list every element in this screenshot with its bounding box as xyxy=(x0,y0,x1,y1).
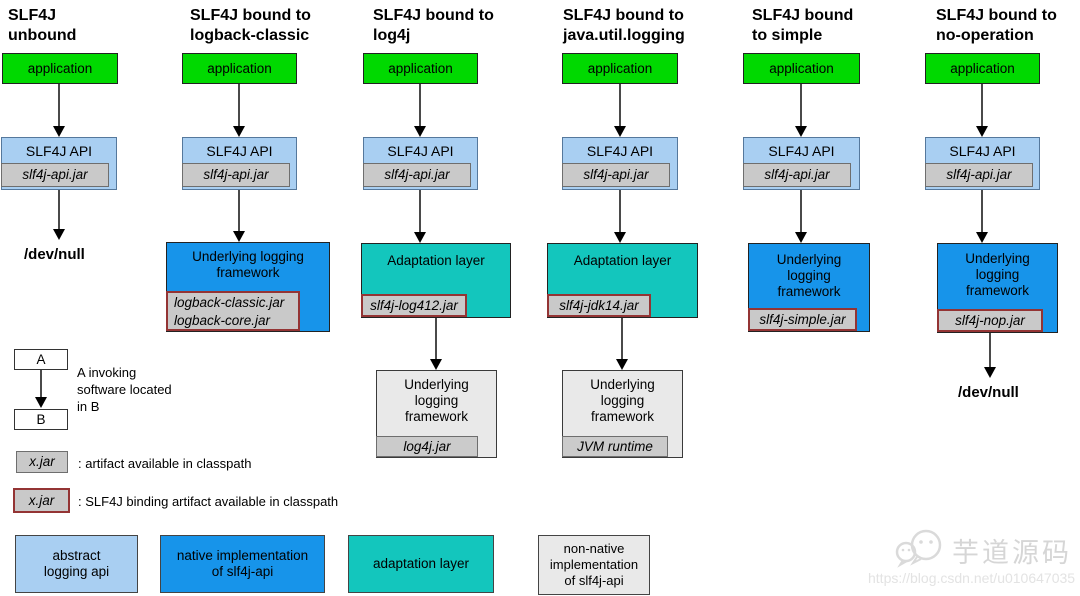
col3-slf4j-api-jar: slf4j-api.jar xyxy=(363,163,471,187)
legend-artifact-text: : artifact available in classpath xyxy=(78,456,252,471)
col5-arrow-app-to-api xyxy=(795,84,807,137)
col4-arrow-app-to-api xyxy=(614,84,626,137)
col5-application-box: application xyxy=(743,53,860,84)
col6-arrow-api-to-framework xyxy=(976,190,988,243)
col1-arrow-app-to-api xyxy=(53,84,65,137)
col4-arrow-adaptation-to-framework xyxy=(616,318,628,370)
col2-arrow-api-to-framework xyxy=(233,190,245,242)
col6-devnull-label: /dev/null xyxy=(958,384,1019,401)
col5-slf4j-api-jar: slf4j-api.jar xyxy=(743,163,851,187)
col3-framework-label: Underlying logging framework xyxy=(404,377,469,424)
col6-slf4j-api-jar: slf4j-api.jar xyxy=(925,163,1033,187)
watermark-url: https://blog.csdn.net/u010647035 xyxy=(868,570,1076,586)
col4-application-box: application xyxy=(562,53,678,84)
col2-arrow-app-to-api xyxy=(233,84,245,137)
col1-slf4j-api-jar: slf4j-api.jar xyxy=(1,163,109,187)
col2-framework-label: Underlying logging framework xyxy=(192,249,304,280)
col1-application-label: application xyxy=(27,61,93,76)
col4-title: SLF4J bound to java.util.logging xyxy=(563,7,685,44)
col6-framework-box: Underlying logging framework slf4j-nop.j… xyxy=(937,243,1058,333)
wechat-bubbles-icon xyxy=(893,527,948,572)
col3-application-box: application xyxy=(363,53,478,84)
col2-slf4j-api-jar: slf4j-api.jar xyxy=(182,163,290,187)
col1-devnull-label: /dev/null xyxy=(24,246,85,263)
col5-framework-label: Underlying logging framework xyxy=(776,252,842,299)
col3-slf4j-api-box: SLF4J API slf4j-api.jar xyxy=(363,137,478,190)
col1-arrow-api-to-devnull xyxy=(53,190,65,240)
col3-arrow-adaptation-to-framework xyxy=(430,318,442,370)
col5-binding-jar: slf4j-simple.jar xyxy=(748,308,857,331)
col4-arrow-api-to-adaptation xyxy=(614,190,626,243)
legend-arrow-a-to-b xyxy=(35,370,47,408)
col6-title: SLF4J bound to no-operation xyxy=(936,7,1057,44)
col5-title: SLF4J bound to simple xyxy=(752,7,854,44)
col4-adaptation-label: Adaptation layer xyxy=(573,253,672,268)
key-non-native-implementation: non-native implementation of slf4j-api xyxy=(538,535,650,595)
legend-box-b: B xyxy=(14,409,68,430)
col2-framework-box: Underlying logging framework logback-cla… xyxy=(166,242,330,332)
col1-slf4j-api-box: SLF4J API slf4j-api.jar xyxy=(1,137,117,190)
col1-application-box: application xyxy=(2,53,118,84)
col1-slf4j-api-label: SLF4J API xyxy=(25,143,93,159)
col6-slf4j-api-box: SLF4J API slf4j-api.jar xyxy=(925,137,1040,190)
col3-framework-box: Underlying logging framework log4j.jar xyxy=(376,370,497,458)
col3-arrow-api-to-adaptation xyxy=(414,190,426,243)
col4-slf4j-api-box: SLF4J API slf4j-api.jar xyxy=(562,137,678,190)
watermark-brand: 芋道源码 xyxy=(952,538,1072,568)
legend-box-a: A xyxy=(14,349,68,370)
col3-adaptation-label: Adaptation layer xyxy=(387,253,485,268)
key-abstract-logging-api: abstract logging api xyxy=(15,535,138,593)
legend-binding-text: : SLF4J binding artifact available in cl… xyxy=(78,494,339,509)
col6-arrow-app-to-api xyxy=(976,84,988,137)
legend-artifact-jar: x.jar xyxy=(16,451,68,473)
col1-title: SLF4J unbound xyxy=(8,6,76,46)
col1-title-line1: SLF4J xyxy=(8,7,57,24)
col5-framework-box: Underlying logging framework slf4j-simpl… xyxy=(748,243,870,332)
col4-framework-jar: JVM runtime xyxy=(562,436,668,457)
legend-invoking-text: A invoking software located in B xyxy=(77,365,172,414)
col5-arrow-api-to-framework xyxy=(795,190,807,243)
col2-title: SLF4J bound to logback-classic xyxy=(190,7,311,44)
key-adaptation-layer: adaptation layer xyxy=(348,535,494,593)
key-native-implementation: native implementation of slf4j-api xyxy=(160,535,325,593)
col3-adaptation-box: Adaptation layer slf4j-log412.jar xyxy=(361,243,511,318)
col4-slf4j-api-jar: slf4j-api.jar xyxy=(562,163,670,187)
col2-binding-jar: logback-classic.jar logback-core.jar xyxy=(166,291,300,331)
col6-framework-label: Underlying logging framework xyxy=(965,251,1030,298)
col3-framework-jar: log4j.jar xyxy=(376,436,478,457)
legend-binding-jar: x.jar xyxy=(13,488,70,513)
col3-binding-jar: slf4j-log412.jar xyxy=(361,294,467,317)
col2-application-box: application xyxy=(182,53,297,84)
col5-slf4j-api-box: SLF4J API slf4j-api.jar xyxy=(743,137,860,190)
col6-arrow-framework-to-devnull xyxy=(984,333,996,378)
col3-arrow-app-to-api xyxy=(414,84,426,137)
col4-binding-jar: slf4j-jdk14.jar xyxy=(547,294,651,317)
col1-title-line2: unbound xyxy=(8,27,77,44)
col4-framework-label: Underlying logging framework xyxy=(590,377,655,424)
col3-title: SLF4J bound to log4j xyxy=(373,7,494,44)
col4-framework-box: Underlying logging framework JVM runtime xyxy=(562,370,683,458)
col4-adaptation-box: Adaptation layer slf4j-jdk14.jar xyxy=(547,243,698,318)
col6-application-box: application xyxy=(925,53,1040,84)
col2-slf4j-api-box: SLF4J API slf4j-api.jar xyxy=(182,137,297,190)
col6-binding-jar: slf4j-nop.jar xyxy=(937,309,1043,332)
